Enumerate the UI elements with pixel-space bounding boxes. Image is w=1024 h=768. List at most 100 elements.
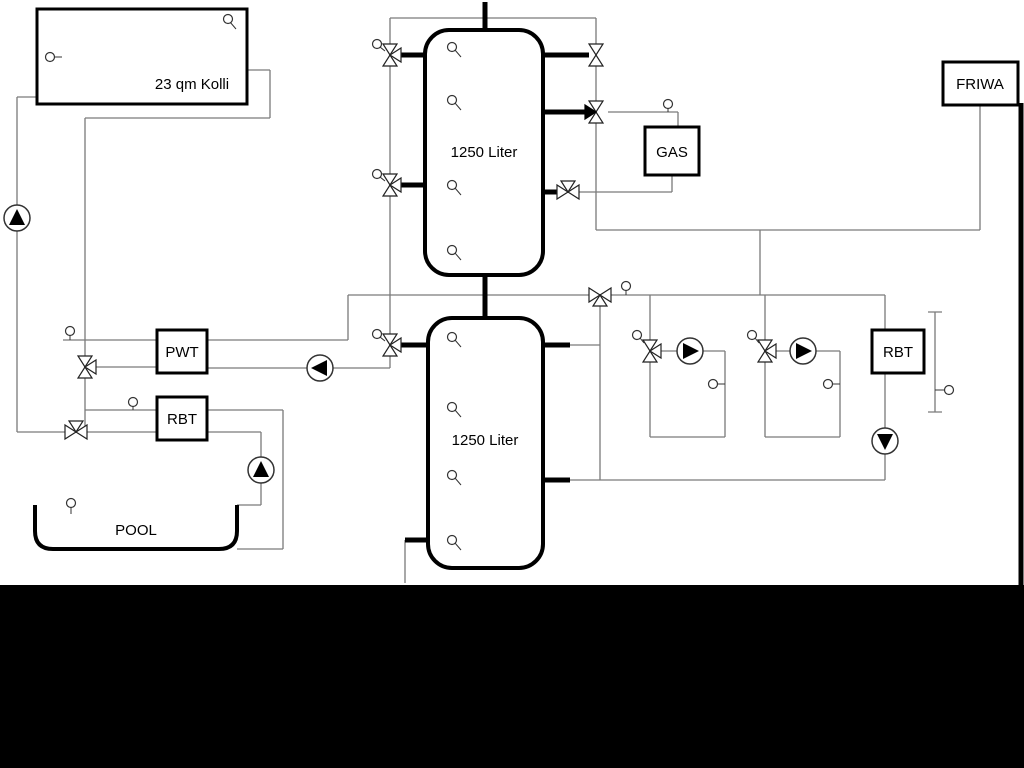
temp-sensor-icon xyxy=(446,94,458,106)
tank2-label: 1250 Liter xyxy=(452,432,519,449)
valves xyxy=(64,43,777,441)
hk2-mixing-valve-icon xyxy=(756,339,777,363)
valve-triangle xyxy=(381,183,399,197)
pwt-manifold-pipe xyxy=(207,17,596,369)
pump-direction-triangle xyxy=(796,343,812,359)
tank1-label: 1250 Liter xyxy=(451,144,518,161)
gas-friwa-pipe xyxy=(579,18,981,295)
rbt-right-label: RBT xyxy=(883,344,913,361)
pool-return-valve-icon xyxy=(64,420,88,441)
valve-triangle xyxy=(584,103,598,121)
pump-direction-triangle xyxy=(877,434,893,450)
valve-triangle xyxy=(67,420,85,434)
temp-sensor-icon xyxy=(446,244,458,256)
pump-direction-triangle xyxy=(311,360,327,376)
temp-sensor-icon xyxy=(446,41,458,53)
valve-triangle xyxy=(756,349,774,363)
distribution-mixing-valve-icon xyxy=(588,286,612,307)
valve-triangle xyxy=(641,349,659,363)
valve-triangle xyxy=(76,355,94,369)
tank-port-stubs xyxy=(400,52,589,543)
hk1-mixing-valve-icon xyxy=(641,339,662,363)
temp-sensor-icon xyxy=(822,378,834,390)
temp-sensor-icon xyxy=(446,179,458,191)
pool-label: POOL xyxy=(115,522,157,539)
temp-sensor-icon xyxy=(707,378,719,390)
valve-triangle xyxy=(556,183,570,201)
valve-triangle xyxy=(74,423,88,441)
temp-sensor-icon xyxy=(662,98,674,110)
temp-sensor-icon xyxy=(631,329,643,341)
temp-sensor-icon xyxy=(371,328,383,340)
valve-triangle xyxy=(381,43,399,57)
rbt-left-box xyxy=(155,395,209,442)
valve-triangle xyxy=(76,365,94,379)
valve-triangle xyxy=(388,176,402,194)
pwt-label: PWT xyxy=(165,344,198,361)
rbt-right-box xyxy=(870,328,926,375)
tank2-charge-valve-icon xyxy=(381,333,402,357)
valve-triangle xyxy=(598,286,612,304)
valve-triangle xyxy=(381,53,399,67)
temp-sensor-icon xyxy=(446,534,458,546)
temp-sensor-icon xyxy=(64,325,76,337)
valve-triangle xyxy=(587,100,605,114)
valve-triangle xyxy=(388,336,402,354)
valve-triangle xyxy=(756,339,774,353)
gas-return-valve-icon xyxy=(556,180,580,201)
charge-pump-icon xyxy=(306,354,334,382)
solar-collector-box xyxy=(35,7,249,106)
valve-triangle xyxy=(587,43,605,57)
valve-triangle xyxy=(64,423,78,441)
hk2-pump-icon xyxy=(789,337,817,365)
solar-circuit-pipe xyxy=(16,69,271,433)
tank1-mid-charge-valve-icon xyxy=(381,173,402,197)
temp-sensor-icon xyxy=(446,469,458,481)
temp-sensor-icon xyxy=(44,51,56,63)
distribution-pipe xyxy=(348,294,942,481)
collector-label: 23 qm Kolli xyxy=(155,76,229,93)
valve-triangle xyxy=(588,286,602,304)
temp-sensor-icon xyxy=(746,329,758,341)
temp-sensor-icon xyxy=(371,168,383,180)
pumps xyxy=(3,204,899,484)
valve-triangle xyxy=(381,343,399,357)
rbt-left-label: RBT xyxy=(167,411,197,428)
valve-triangle xyxy=(566,183,580,201)
tank1-top-charge-valve-icon xyxy=(381,43,402,67)
valve-triangle xyxy=(388,46,402,64)
rbt-circulation-pump-icon xyxy=(871,427,899,455)
temp-sensor-icon xyxy=(620,280,632,292)
pipes-thick xyxy=(400,2,1024,585)
valve-triangle xyxy=(559,180,577,194)
solar-pump-icon xyxy=(3,204,31,232)
buffer-tank-1 xyxy=(423,28,545,277)
valve-triangle xyxy=(648,342,662,360)
buffer-tank-2 xyxy=(426,316,545,570)
valve-triangle xyxy=(83,358,97,376)
temp-sensor-icon xyxy=(65,497,77,509)
temp-sensor-icon xyxy=(446,401,458,413)
pool-basin xyxy=(33,505,239,551)
pump-direction-triangle xyxy=(253,461,269,477)
valve-triangle xyxy=(591,293,609,307)
valve-triangle xyxy=(381,333,399,347)
gas-feed-valve-icon xyxy=(584,100,605,124)
pool-pump-icon xyxy=(247,456,275,484)
valve-triangle xyxy=(763,342,777,360)
temp-sensor-icon xyxy=(446,331,458,343)
gas-label: GAS xyxy=(656,144,688,161)
valve-triangle xyxy=(381,173,399,187)
gas-boiler-box xyxy=(643,125,701,177)
temp-sensor-icon xyxy=(127,396,139,408)
hk1-pump-icon xyxy=(676,337,704,365)
temperature-sensors xyxy=(44,13,955,551)
pool-circuit-pipe xyxy=(207,409,284,550)
valve-triangle xyxy=(587,110,605,124)
friwa-station-box xyxy=(941,60,1020,107)
letterbox-band xyxy=(0,585,1024,768)
sensor-stems xyxy=(54,21,945,551)
tank1-top-outlet-valve-icon xyxy=(587,43,605,67)
pipes-thin xyxy=(16,17,981,583)
